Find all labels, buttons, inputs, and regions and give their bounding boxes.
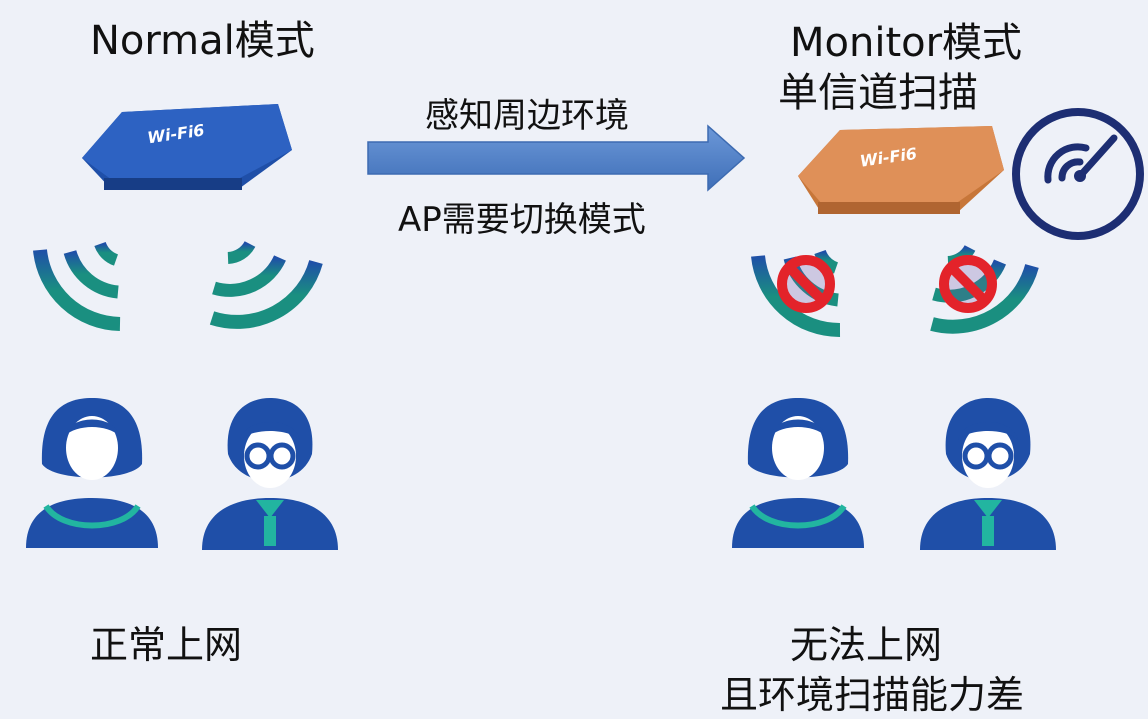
radar-icon	[1012, 108, 1144, 240]
man-user-icon	[920, 398, 1056, 550]
woman-user-icon	[26, 398, 158, 548]
prohibited-icon	[939, 255, 997, 313]
right-status-line1: 无法上网	[790, 623, 943, 667]
arrow-label-bottom: AP需要切换模式	[398, 200, 646, 240]
arrow-right-icon	[367, 124, 746, 192]
man-user-icon	[202, 398, 338, 550]
router-icon	[82, 104, 292, 190]
prohibited-icon	[777, 255, 835, 313]
woman-user-icon	[732, 398, 864, 548]
left-mode-title: Normal模式	[90, 18, 315, 64]
right-status-line2: 且环境扫描能力差	[720, 673, 1025, 717]
right-mode-subtitle: 单信道扫描	[778, 70, 978, 116]
right-mode-title: Monitor模式	[790, 20, 1023, 66]
wifi-signal-icon	[33, 240, 323, 331]
router-icon	[798, 126, 1004, 214]
left-status: 正常上网	[90, 623, 243, 667]
arrow-label-top: 感知周边环境	[425, 96, 629, 136]
